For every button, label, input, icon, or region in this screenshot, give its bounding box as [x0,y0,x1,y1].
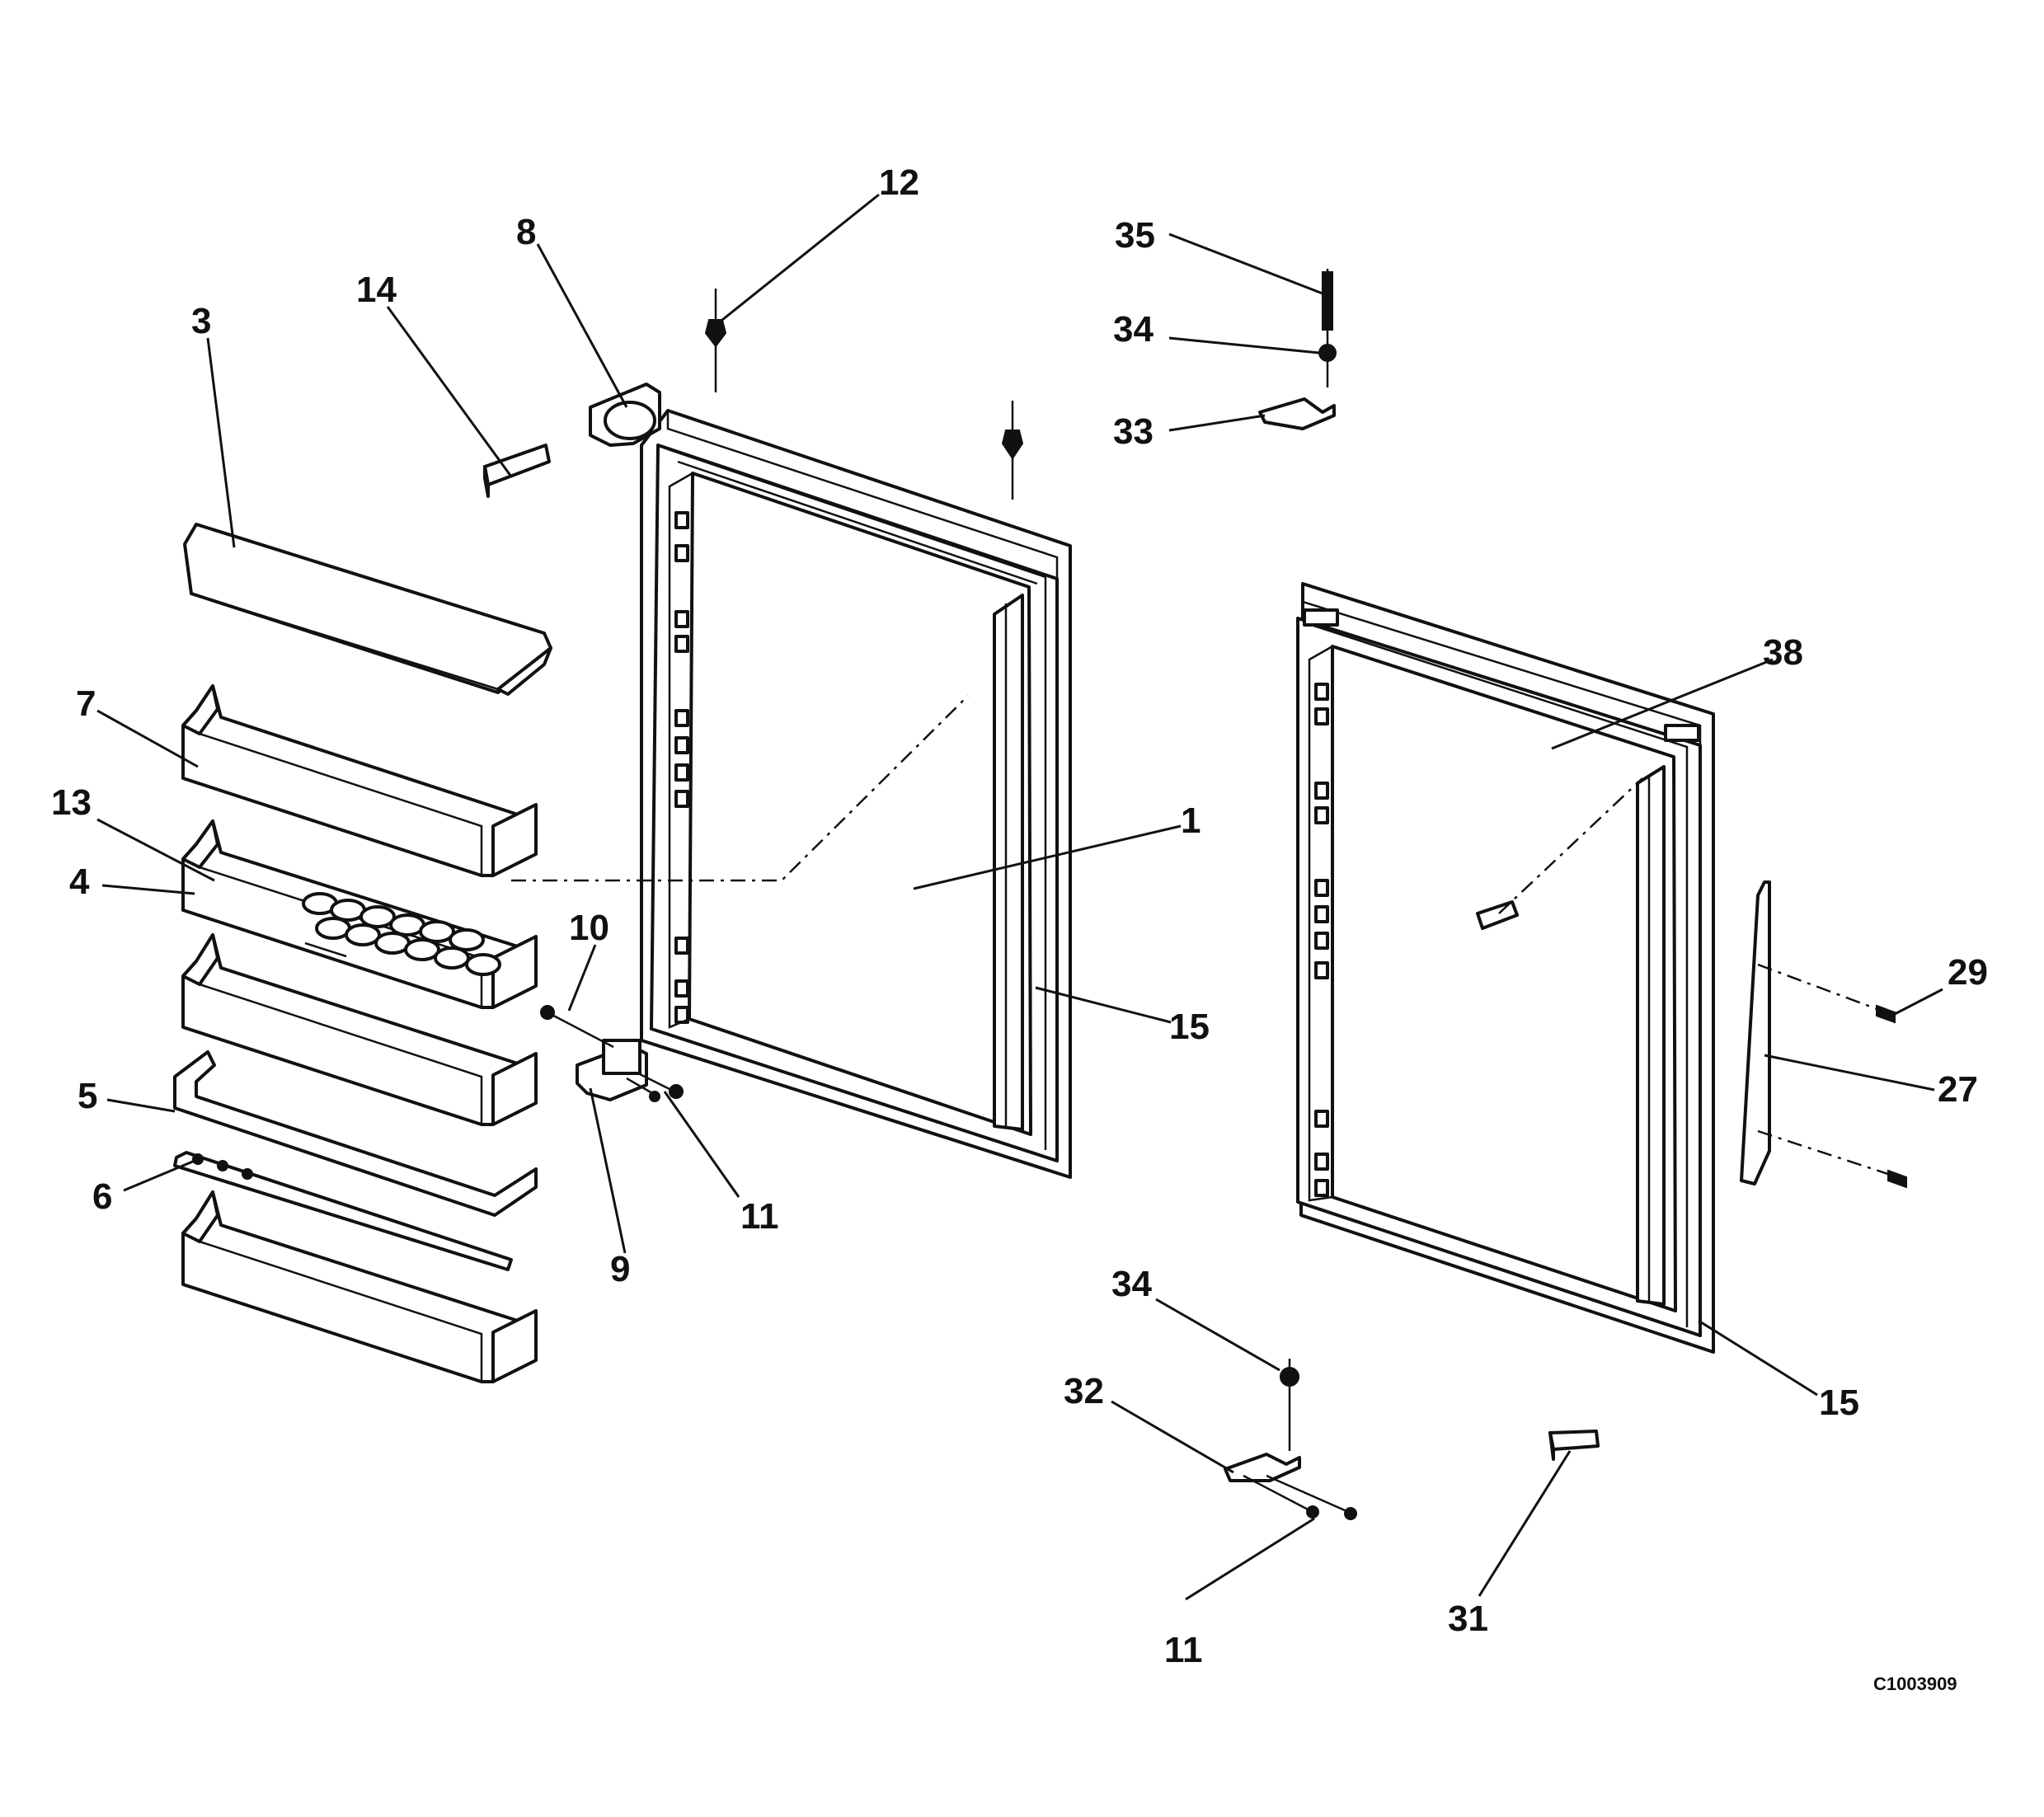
door-bin-middle [181,933,538,1126]
callout-34-bottom: 34 [1111,1264,1152,1304]
callout-33: 33 [1113,411,1154,452]
callout-3: 3 [191,301,211,341]
bottle-retainer-rail [173,1050,538,1217]
callout-11-left: 11 [740,1196,779,1237]
door-stop [483,444,551,498]
callout-35: 35 [1115,215,1155,256]
egg-tray-bin [181,819,538,1009]
lower-hinge-right [1224,1359,1357,1520]
callout-15-left: 15 [1169,1007,1210,1047]
callout-31: 31 [1448,1599,1488,1639]
callout-38: 38 [1763,632,1803,673]
callout-labels: 12 8 14 3 7 13 4 5 6 10 9 11 1 15 35 34 … [51,162,1988,1694]
lower-hinge-left [540,1005,684,1102]
door-bin-lower [181,1190,538,1383]
top-hinge-assembly [1258,269,1337,430]
callout-27: 27 [1938,1069,1978,1110]
door-clip [1476,900,1519,930]
callout-10: 10 [569,908,609,948]
callout-13: 13 [51,782,92,823]
right-door-bin-supports [1314,683,1329,1197]
callout-29: 29 [1948,952,1988,993]
fresh-food-door [640,409,1072,1179]
left-door-bin-supports [674,511,689,1024]
freezer-door-stop [1548,1430,1600,1461]
callout-32: 32 [1064,1371,1104,1411]
callout-11-right: 11 [1164,1630,1203,1670]
callout-8: 8 [516,212,536,252]
callout-1: 1 [1181,801,1201,841]
drawing-number: C1003909 [1873,1674,1957,1694]
egg-cups [302,892,501,976]
callout-7: 7 [76,683,96,724]
callout-12: 12 [879,162,919,203]
hinge-pins [704,289,1024,500]
dairy-compartment-cover [183,523,552,696]
callout-9: 9 [610,1249,630,1289]
callout-6: 6 [92,1176,112,1217]
callout-15-right: 15 [1819,1383,1859,1423]
bottle-retainer-bar [173,1151,513,1271]
door-bin-upper [181,684,538,877]
freezer-door [1296,582,1715,1354]
leader-lines [96,193,1943,1601]
hinge-trim-strip [1740,880,1907,1189]
callout-4: 4 [69,862,90,902]
hinge-cover [589,383,661,447]
callout-34-top: 34 [1113,309,1154,350]
callout-14: 14 [356,270,397,310]
callout-5: 5 [78,1076,97,1116]
